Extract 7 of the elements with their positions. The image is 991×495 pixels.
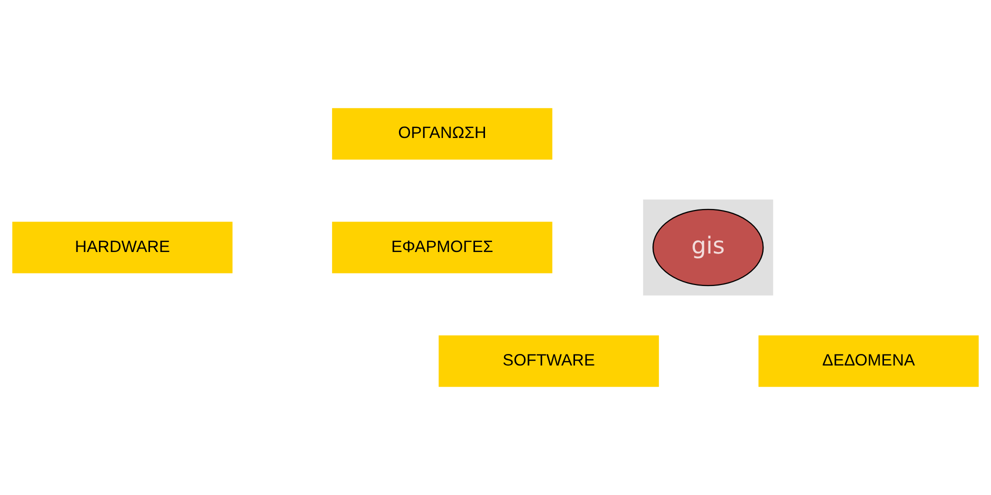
node-box: ΕΦΑΡΜΟΓΕΣ (332, 222, 552, 274)
node-box: SOFTWARE (438, 335, 659, 387)
cluster (643, 199, 774, 296)
node-box: ΔΕΔΟΜΕΝΑ (758, 335, 979, 387)
node-box: HARDWARE (12, 222, 233, 274)
node-box: ΟΡΓΑΝΩΣΗ (332, 108, 552, 160)
node-ellipse: gis (652, 208, 764, 286)
